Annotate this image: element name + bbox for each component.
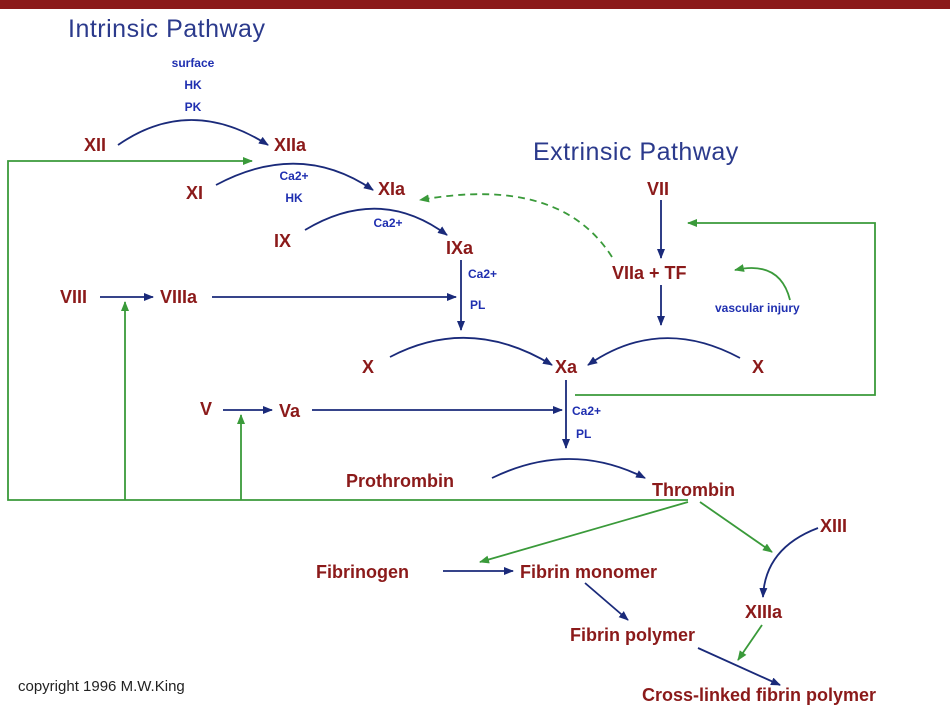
- arrow-xii-to-xiia: [117, 119, 269, 146]
- factor-x-right: X: [752, 357, 765, 377]
- arrow-xiiia-to-crosslinked: [737, 624, 763, 661]
- arrow-prothrombin-to-thrombin: [491, 458, 646, 479]
- top-bar: [0, 0, 950, 9]
- cofactor-hk-xi: HK: [285, 191, 303, 205]
- factor-viiia: VIIIa: [160, 287, 198, 307]
- factor-fibrinogen: Fibrinogen: [316, 562, 409, 582]
- factor-x-left: X: [362, 357, 375, 377]
- intrinsic-pathway-title: Intrinsic Pathway: [68, 15, 266, 43]
- factor-prothrombin: Prothrombin: [346, 471, 454, 491]
- cofactor-ca-ix: Ca2+: [373, 216, 403, 230]
- cofactor-hk: HK: [184, 78, 202, 92]
- cofactor-pk: PK: [184, 100, 202, 114]
- arrow-thrombin-to-xiiia-path: [699, 501, 773, 553]
- factor-xiii: XIII: [820, 516, 848, 536]
- factor-viii: VIII: [60, 287, 88, 307]
- factor-xia: XIa: [378, 179, 406, 199]
- factor-thrombin: Thrombin: [652, 480, 735, 500]
- factor-xii: XII: [84, 135, 107, 155]
- factor-xi: XI: [186, 183, 204, 203]
- copyright-text: copyright 1996 M.W.King: [18, 678, 185, 695]
- vascular-injury-arrow: [734, 264, 791, 301]
- cofactor-pl-xa: PL: [576, 427, 592, 441]
- extrinsic-pathway-title: Extrinsic Pathway: [533, 138, 739, 166]
- factor-crosslinked-fibrin-polymer: Cross-linked fibrin polymer: [642, 685, 877, 705]
- factor-xa: Xa: [555, 357, 578, 377]
- arrow-xiii-to-xiiia: [759, 527, 819, 598]
- cofactor-ca-xi: Ca2+: [279, 169, 309, 183]
- arrow-xi-to-xia: [215, 162, 374, 191]
- cofactor-ca-xa: Ca2+: [572, 404, 602, 418]
- cofactor-vascular-injury: vascular injury: [715, 301, 800, 315]
- factor-viia-tf: VIIa + TF: [612, 263, 687, 283]
- cofactor-pl-ixa: PL: [470, 298, 486, 312]
- factor-xiiia: XIIIa: [745, 602, 783, 622]
- arrow-monomer-to-polymer: [584, 582, 629, 621]
- factor-ix: IX: [274, 231, 292, 251]
- factor-ixa: IXa: [446, 238, 474, 258]
- factor-v: V: [200, 399, 213, 419]
- cofactor-surface: surface: [171, 56, 215, 70]
- cofactor-ca-ixa: Ca2+: [468, 267, 498, 281]
- feedback-thrombin-loop: [7, 157, 688, 501]
- arrow-polymer-to-crosslinked: [697, 647, 781, 686]
- feedback-xa-to-vii: [575, 219, 876, 396]
- arrow-x-to-xa: [389, 336, 553, 366]
- factor-xiia: XIIa: [274, 135, 307, 155]
- factor-fibrin-monomer: Fibrin monomer: [520, 562, 658, 582]
- factor-vii: VII: [647, 179, 670, 199]
- arrow-ix-to-ixa: [304, 207, 448, 236]
- factor-fibrin-polymer: Fibrin polymer: [570, 625, 696, 645]
- arrow-x-right-to-xa: [587, 337, 741, 366]
- factor-va: Va: [279, 401, 301, 421]
- arrow-thrombin-to-fibrinogen: [479, 501, 689, 564]
